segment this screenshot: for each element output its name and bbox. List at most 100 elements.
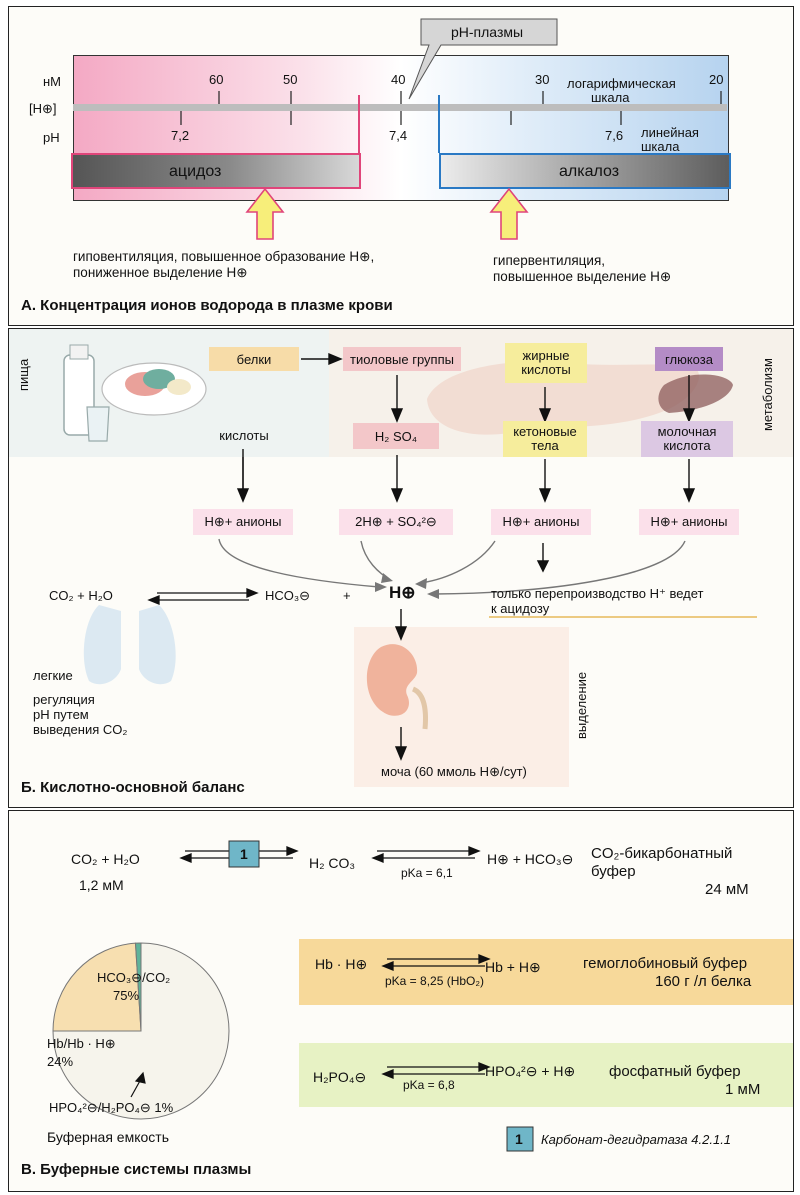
ph-callout-label: pH-плазмы (451, 24, 524, 40)
h-axis-label: [H⊕] (29, 101, 57, 116)
ketone-bodies-box: кетоновые тела (503, 421, 587, 457)
bicarbonate-concentration: 24 мМ (705, 881, 749, 898)
acidosis-label: ацидоз (169, 163, 222, 180)
alkalosis-causes-1: гипервентиляция, (493, 253, 606, 268)
alkalosis-box: алкалоз (439, 153, 731, 189)
nm-tick-60: 60 (209, 72, 224, 87)
pie-hb-percent: 24% (47, 1054, 74, 1069)
lactic-acid-label-2: кислота (663, 438, 711, 453)
panel-c-graphics (52, 840, 534, 1152)
enzyme-legend-box-icon (506, 1126, 534, 1152)
glass-icon (86, 406, 110, 442)
thiol-groups-label: тиоловые группы (350, 351, 454, 367)
hb-buffer-concentration: 160 г /л белка (655, 973, 752, 990)
glucose-label: глюкоза (665, 351, 713, 367)
lungs-image (83, 605, 176, 685)
liver-image-dark (658, 374, 733, 413)
acidosis-causes-2: пониженное выделение H⊕ (73, 265, 248, 280)
food-plate-icon (101, 362, 207, 416)
ketone-bodies-label-2: тела (531, 438, 559, 453)
h-center-label: H⊕ (389, 583, 416, 602)
milk-bottle-icon (63, 344, 95, 436)
h-hco3-label: H⊕ + HCO₃⊖ (487, 851, 574, 867)
nm-tick-50: 50 (283, 72, 298, 87)
regulation-label-3: выведения CO₂ (33, 722, 128, 737)
h-ion-bar (73, 104, 727, 111)
hb-left-label: Hb · H⊕ (315, 956, 368, 972)
h-anions-label-1: H⊕+ анионы (204, 514, 282, 529)
fatty-acids-label-1: жирные (522, 347, 570, 363)
h-anions-label-3: H⊕+ анионы (650, 514, 728, 529)
ph-tick-7-2: 7,2 (171, 128, 190, 143)
lungs-label: легкие (33, 668, 73, 683)
bicarbonate-buffer-name-1: CO₂-бикарбонатный (591, 845, 733, 862)
pie-bicarb-label: HCO₃⊖/CO₂ (97, 970, 171, 985)
panel-a-title: A. Концентрация ионов водорода в плазме … (21, 297, 393, 314)
ketone-bodies-label-1: кетоновые (513, 423, 577, 439)
nm-tick-40: 40 (391, 72, 406, 87)
fatty-acids-label-2: кислоты (521, 362, 571, 377)
ph-tick-7-6: 7,6 (605, 128, 624, 143)
pka-bicarbonate: pKa = 6,1 (401, 866, 453, 880)
acidosis-causes-1: гиповентиляция, повышенное образование H… (73, 249, 375, 264)
hb-buffer-name: гемоглобиновый буфер (583, 955, 748, 972)
nm-axis-label: нМ (43, 74, 62, 89)
lactic-acid-label-1: молочная (657, 423, 717, 439)
acids-label: кислоты (219, 427, 269, 443)
pie-slice-phosphate (134, 942, 142, 1032)
nm-tick-30: 30 (535, 72, 550, 87)
h-anions-label-2: H⊕+ анионы (502, 514, 580, 529)
panel-a-graphics (180, 18, 722, 240)
phosphate-buffer-concentration: 1 мМ (725, 1081, 761, 1098)
liver-image (427, 361, 699, 435)
h2so4-box: H₂ SO₄ (353, 423, 439, 449)
ph-callout-bubble (408, 18, 558, 100)
regulation-label-2: pH путем (33, 707, 89, 722)
h2co3-label: H₂ CO₃ (309, 855, 356, 871)
pka-phosphate: pKa = 6,8 (403, 1078, 455, 1092)
acidosis-box: ацидоз (71, 153, 361, 189)
pie-slice-hemoglobin (52, 942, 142, 1032)
pka-hb: pKa = 8,25 (HbO₂) (385, 974, 485, 988)
panel-c-plasma-buffers: 1 1 CO₂ + H₂O 1,2 мМ H₂ CO₃ pKa = 6,1 H⊕… (8, 810, 794, 1192)
alkalosis-label: алкалоз (559, 163, 620, 180)
fatty-acids-box: жирные кислоты (505, 343, 587, 383)
alkalosis-causes-2: повышенное выделение H⊕ (493, 269, 672, 284)
h-anions-box-2: H⊕+ анионы (491, 509, 591, 535)
hb-buffer-band (299, 939, 793, 1005)
pie-phosphate-label: HPO₄²⊖/H₂PO₄⊖ 1% (49, 1100, 174, 1115)
acidosis-cause-arrow (245, 187, 285, 240)
co2-concentration: 1,2 мМ (79, 877, 124, 893)
enzyme-box-icon (228, 840, 260, 868)
panel-b-title: Б. Кислотно-основной баланс (21, 779, 245, 796)
acids-box: кислоты (205, 423, 283, 447)
enzyme-legend-number: 1 (515, 1131, 523, 1147)
food-label: пища (16, 358, 31, 391)
phosphate-buffer-name: фосфатный буфер (609, 1063, 741, 1080)
linear-scale-label-2: шкала (641, 139, 680, 154)
phosphate-right-label: HPO₄²⊖ + H⊕ (485, 1063, 576, 1079)
buffer-capacity-label: Буферная емкость (47, 1129, 169, 1145)
h2so4-label: H₂ SO₄ (374, 428, 418, 444)
pie-bicarb-percent: 75% (113, 988, 140, 1003)
co2-h2o-equation: CO₂ + H₂O (49, 588, 113, 603)
thiol-groups-box: тиоловые группы (343, 347, 461, 371)
linear-scale-label-1: линейная (641, 125, 699, 140)
buffer-capacity-pie-chart (52, 942, 230, 1120)
phosphate-left-label: H₂PO₄⊖ (313, 1069, 367, 1085)
regulation-label-1: регуляция (33, 692, 95, 707)
phosphate-slice-pointer (130, 1071, 146, 1098)
h2-so4-ions-label: 2H⊕ + SO₄²⊖ (355, 514, 437, 529)
nm-tick-20: 20 (709, 72, 724, 87)
ph-axis-label: pH (43, 130, 60, 145)
h-anions-box-1: H⊕+ анионы (193, 509, 293, 535)
ph-tick-7-4: 7,4 (389, 128, 408, 143)
log-scale-label-1: логарифмическая (567, 76, 676, 91)
kidney-image (366, 644, 428, 730)
metabolism-label: метаболизм (760, 358, 775, 431)
co2-h2o-equation-c: CO₂ + H₂O (71, 851, 140, 867)
excretion-label: выделение (574, 671, 589, 739)
log-scale-label-2: шкала (591, 90, 630, 105)
panel-a-hydrogen-concentration: ацидоз алкалоз pH-плазмы нМ [H⊕] pH 60 5… (8, 6, 794, 326)
enzyme-box-number: 1 (240, 846, 248, 862)
